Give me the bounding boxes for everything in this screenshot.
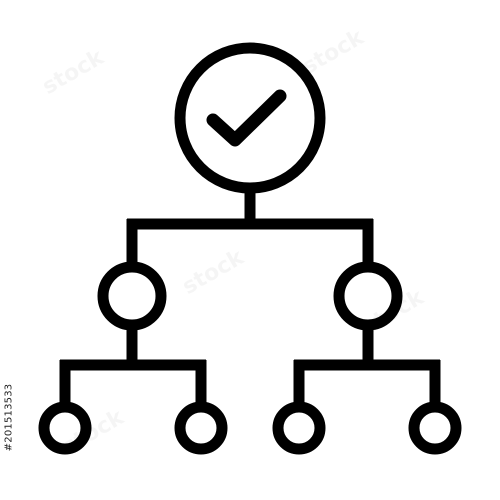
- checkmark-icon: [206, 89, 287, 147]
- stock-id-text: #201513533: [3, 383, 15, 451]
- stock-id-label: #201513533: [0, 352, 18, 482]
- leaf-node-4: [408, 401, 462, 455]
- left-mid-node: [97, 261, 167, 331]
- leaf-node-1: [38, 401, 92, 455]
- leaf-node-3: [272, 401, 326, 455]
- right-mid-node: [333, 261, 403, 331]
- leaf-node-2: [174, 401, 228, 455]
